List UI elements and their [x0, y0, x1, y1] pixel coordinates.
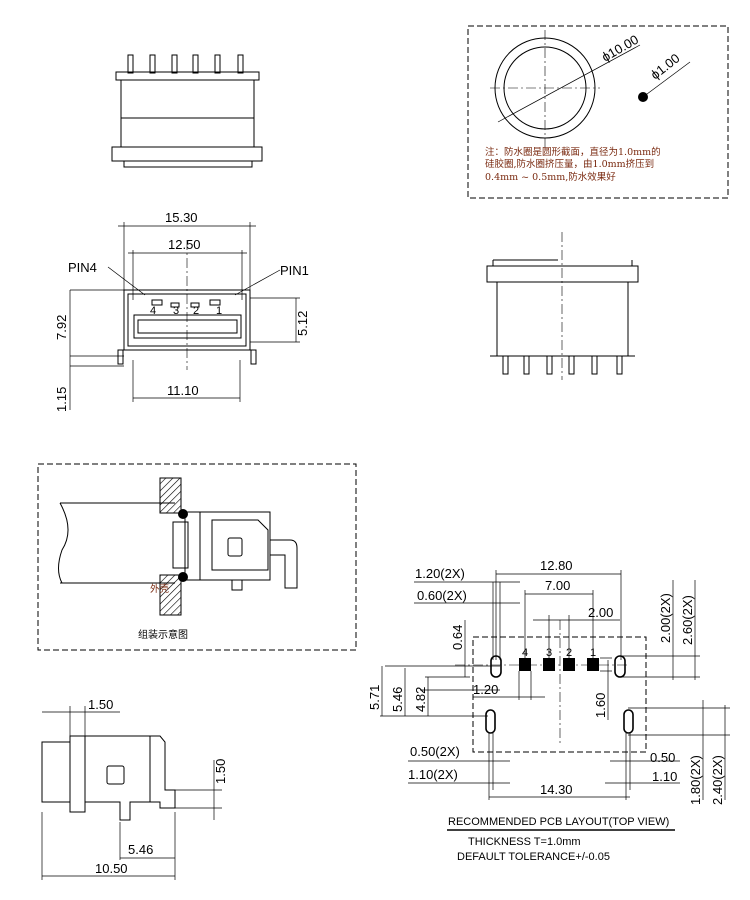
dim-5-46: 5.46: [128, 842, 153, 857]
pin-number-1: 1: [216, 305, 222, 317]
dim-7-92: 7.92: [54, 315, 69, 340]
seal-note-line-2: 硅胶圈,防水圈挤压量，由1.0mm挤压到: [485, 158, 654, 170]
dim-11-10: 11.10: [167, 383, 199, 398]
dim-2-00: 2.00: [588, 605, 613, 620]
front-view: 15.30 12.50 PIN4 PIN1 4 3 2 1 7.92 5.12 …: [54, 210, 310, 412]
top-view: [111, 54, 263, 168]
dim-1-50-top: 1.50: [88, 697, 113, 712]
pcb-layout: 12.80 7.00 2.00 1.20(2X) 0.60(2X) 0.64 5…: [367, 558, 730, 863]
signal-pads: [519, 658, 599, 671]
dim-1-50-right: 1.50: [213, 759, 228, 784]
dim-15-30: 15.30: [165, 210, 198, 225]
thickness-note: THICKNESS T=1.0mm: [468, 836, 581, 848]
pad-number-4: 4: [522, 647, 528, 659]
dim-12-80: 12.80: [540, 558, 573, 573]
seal-ring-detail: ϕ10.00 ϕ1.00 注：防水圈是圆形截面，直径为1.0mm的 硅胶圈,防水…: [467, 25, 729, 199]
pad-number-2: 2: [566, 647, 572, 659]
seal-outer-diameter: ϕ10.00: [599, 32, 641, 65]
pad-number-1: 1: [590, 647, 596, 659]
dim-1-20-2x: 1.20(2X): [415, 566, 465, 581]
dim-5-12: 5.12: [295, 311, 310, 336]
assembly-caption: 组装示意图: [138, 628, 188, 641]
dim-1-20: 1.20: [473, 682, 498, 697]
dim-1-10: 1.10: [652, 769, 677, 784]
dim-2-60-2x: 2.60(2X): [680, 595, 695, 645]
side-profile-view: 1.50 1.50 5.46 10.50: [41, 697, 228, 880]
dim-7-00: 7.00: [545, 578, 570, 593]
dim-1-15: 1.15: [54, 387, 69, 412]
dim-1-80-2x: 1.80(2X): [688, 755, 703, 805]
dim-1-10-2x: 1.10(2X): [408, 767, 458, 782]
pin-number-3: 3: [173, 305, 179, 317]
seal-note-line-3: 0.4mm ~ 0.5mm,防水效果好: [485, 171, 616, 183]
rear-view: [486, 232, 639, 380]
assembly-diagram: 外壳 组装示意图: [37, 463, 357, 651]
housing-label-1: 外壳: [150, 583, 170, 595]
dim-5-71: 5.71: [367, 685, 382, 710]
dim-2-00-2x: 2.00(2X): [658, 593, 673, 643]
pad-number-3: 3: [546, 647, 552, 659]
seal-note-line-1: 注：防水圈是圆形截面，直径为1.0mm的: [485, 146, 661, 158]
pin4-label: PIN4: [68, 260, 97, 275]
pin-number-2: 2: [193, 305, 199, 317]
dim-12-50: 12.50: [168, 237, 201, 252]
dim-10-50: 10.50: [95, 861, 128, 876]
pcb-layout-title: RECOMMENDED PCB LAYOUT(TOP VIEW): [448, 816, 669, 828]
dim-4-82: 4.82: [413, 687, 428, 712]
dim-0-50-2x: 0.50(2X): [410, 744, 460, 759]
pin-number-4: 4: [150, 305, 156, 317]
dim-14-30: 14.30: [540, 782, 573, 797]
seal-wire-diameter: ϕ1.00: [648, 50, 683, 82]
dim-0-64: 0.64: [450, 625, 465, 650]
dim-2-40-2x: 2.40(2X): [710, 755, 725, 805]
dim-0-60-2x: 0.60(2X): [417, 588, 467, 603]
mounting-slots: [485, 655, 634, 734]
pin1-label: PIN1: [280, 263, 309, 278]
dim-1-60: 1.60: [593, 693, 608, 718]
dim-0-50: 0.50: [650, 750, 675, 765]
tolerance-note: DEFAULT TOLERANCE+/-0.05: [457, 851, 610, 863]
dim-5-46-pcb: 5.46: [390, 687, 405, 712]
